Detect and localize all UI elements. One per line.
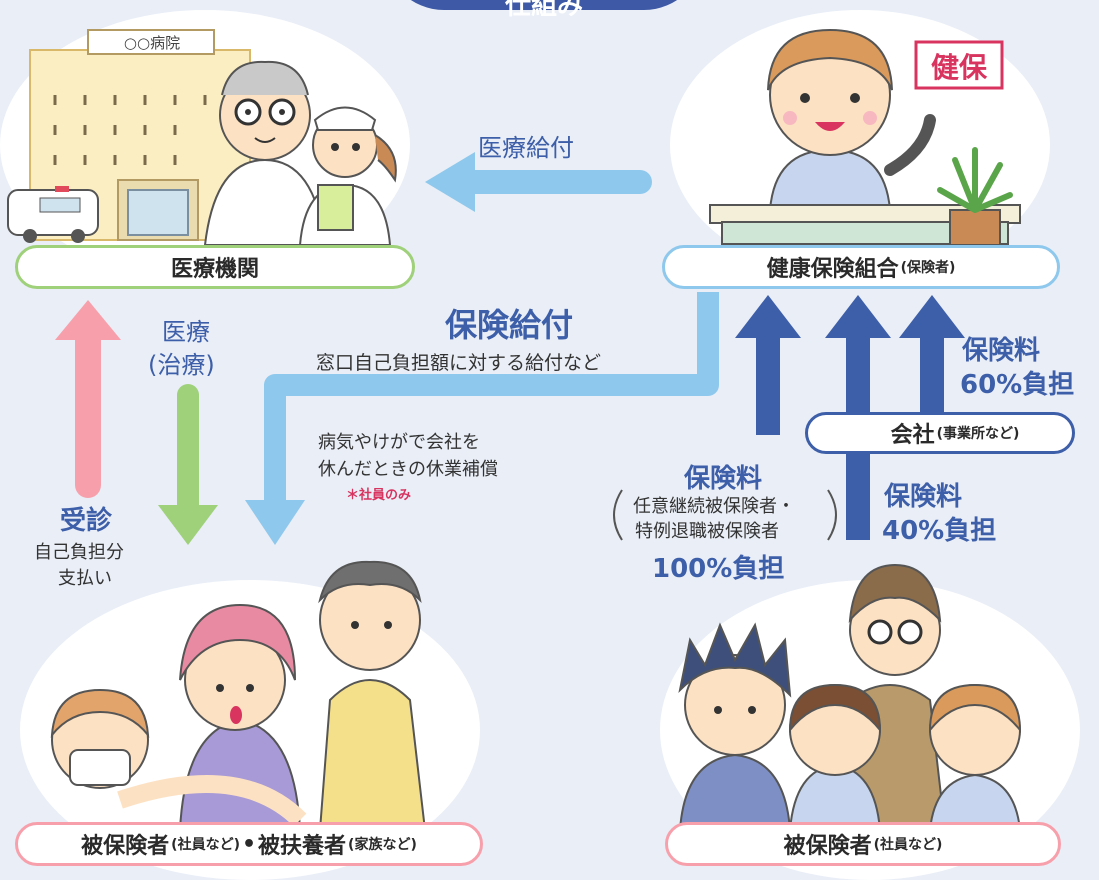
premium-60-share: 60%負担 <box>960 370 1075 400</box>
medical-benefit-label: 医療給付 <box>478 134 574 162</box>
company-label: 会社 <box>890 423 935 448</box>
paren-left <box>613 489 623 541</box>
premium-60-label: 保険料 <box>962 336 1041 366</box>
hospital-sign: ○○病院 <box>123 34 181 52</box>
insurer-sublabel: (保険者) <box>900 260 956 276</box>
treatment-label-line1: 医療 <box>162 318 210 346</box>
insurer-node: 健康保険組合 (保険者) <box>662 245 1060 289</box>
premium-40-label: 保険料 <box>884 482 963 512</box>
plant-illustration <box>937 147 1013 246</box>
insured-family-node: 被保険者 (社員など) • 被扶養者 (家族など) <box>15 822 483 866</box>
receptionist-illustration <box>709 28 1021 245</box>
insured-sublabel: (社員など) <box>873 837 943 853</box>
hospital-node: 医療機関 <box>15 245 415 289</box>
company-node: 会社 (事業所など) <box>805 412 1075 454</box>
insurance-benefit-title: 保険給付 <box>445 306 574 344</box>
insurance-benefit-arrow <box>264 292 719 500</box>
insurer-sign: 健保 <box>930 51 987 84</box>
insured-family-sublabel-b: (家族など) <box>348 837 417 853</box>
employees-only-note: ＊社員のみ <box>346 488 412 503</box>
consult-label: 受診 <box>60 506 113 536</box>
premium-100-label: 保険料 <box>684 464 763 494</box>
premium-40-share: 40%負担 <box>882 516 997 546</box>
insured-family-label-b: 被扶養者 <box>258 834 347 859</box>
insurer-sign-board <box>914 40 1004 90</box>
insurance-benefit-note: 窓口自己負担額に対する給付など <box>316 352 602 374</box>
ambulance-icon <box>7 186 99 243</box>
header-title: 仕組み <box>504 0 583 21</box>
sick-leave-line1: 病気やけがで会社を <box>318 432 480 453</box>
doctor-illustration <box>203 60 327 246</box>
insured-family-dot: • <box>241 831 257 857</box>
premium-100-who2: 特例退職被保険者 <box>635 521 779 542</box>
premium-100-who1: 任意継続被保険者・ <box>633 496 795 517</box>
header-tab: 仕組み <box>384 0 704 21</box>
paren-right <box>827 489 837 541</box>
nurse-illustration <box>298 106 397 246</box>
hospital-label: 医療機関 <box>170 257 259 282</box>
insured-family-sublabel-a: (社員など) <box>171 837 240 853</box>
insured-family-label-a: 被保険者 <box>81 834 170 859</box>
company-sublabel: (事業所など) <box>936 426 1020 442</box>
treatment-label-line2: (治療) <box>148 351 215 379</box>
employees-illustration <box>678 563 1022 831</box>
sick-leave-line2: 休んだときの休業補償 <box>318 459 498 480</box>
insured-label: 被保険者 <box>783 834 872 859</box>
copay-line1: 自己負担分 <box>34 542 124 563</box>
premium-100-share: 100%負担 <box>652 554 785 584</box>
insured-node: 被保険者 (社員など) <box>665 822 1061 866</box>
insurer-label: 健康保険組合 <box>766 257 899 282</box>
family-illustration <box>50 560 427 831</box>
copay-line2: 支払い <box>58 568 112 589</box>
